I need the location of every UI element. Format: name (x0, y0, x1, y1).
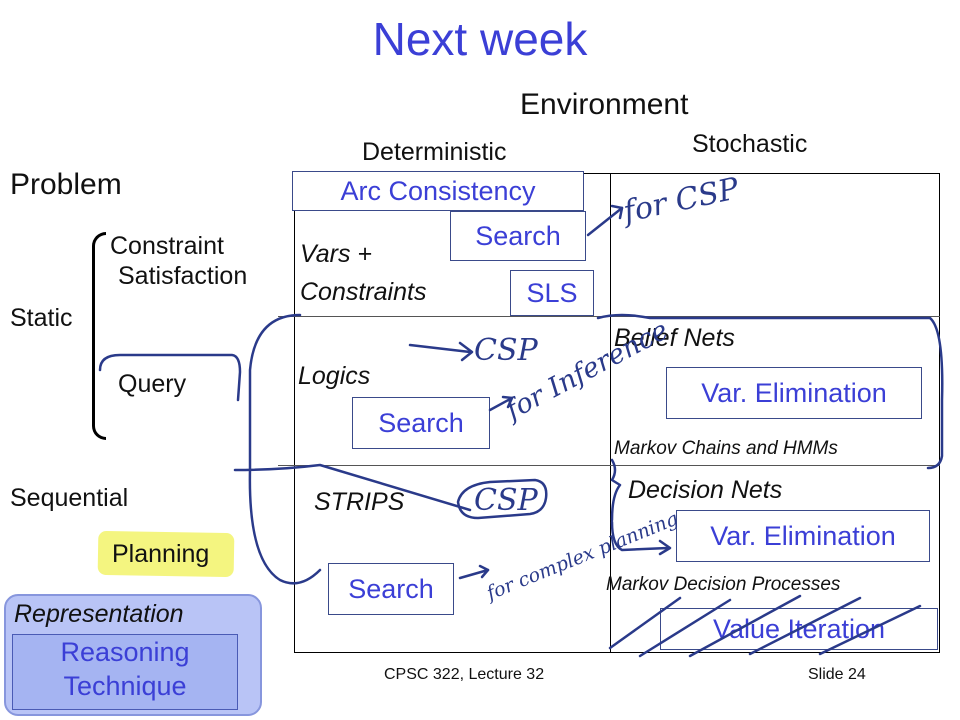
satisfaction-label: Satisfaction (118, 262, 248, 290)
decision-nets-label: Decision Nets (628, 476, 783, 504)
stochastic-label: Stochastic (692, 130, 808, 158)
annotation-for-csp: for CSP (618, 171, 742, 230)
annotation-csp-1: CSP (474, 333, 539, 368)
environment-grid (294, 173, 940, 653)
mdp-label: Markov Decision Processes (606, 574, 841, 595)
footer-slide-number: Slide 24 (808, 666, 866, 683)
var-elimination-box-1: Var. Elimination (666, 367, 922, 419)
belief-nets-label: Belief Nets (614, 324, 735, 352)
arc-consistency-box: Arc Consistency (292, 171, 584, 211)
legend-reasoning-technique: Reasoning Technique (12, 634, 238, 710)
sls-box: SLS (510, 270, 594, 316)
sequential-label: Sequential (10, 484, 129, 512)
annotation-for-complex-planning: for complex planning (482, 508, 682, 606)
footer-course: CPSC 322, Lecture 32 (384, 666, 545, 683)
search-strips-box: Search (328, 563, 454, 615)
annotation-csp-2: CSP (474, 483, 539, 518)
grid-divider-vertical (610, 173, 611, 653)
planning-label: Planning (112, 540, 210, 568)
query-label: Query (118, 370, 187, 398)
slide-title: Next week (372, 13, 588, 65)
legend-representation: Representation (14, 600, 184, 628)
markov-chains-label: Markov Chains and HMMs (614, 438, 838, 459)
vars-label: Vars + (300, 240, 373, 268)
search-logics-box: Search (352, 397, 490, 449)
constraints-label: Constraints (300, 278, 427, 306)
grid-divider-row2 (278, 465, 940, 466)
static-brace (92, 232, 106, 440)
static-label: Static (10, 304, 73, 332)
deterministic-label: Deterministic (362, 138, 507, 166)
var-elimination-box-2: Var. Elimination (676, 510, 930, 562)
search-csp-box: Search (450, 211, 586, 261)
constraint-label: Constraint (110, 232, 224, 260)
logics-label: Logics (298, 362, 371, 390)
problem-heading: Problem (10, 168, 122, 201)
environment-heading: Environment (520, 88, 689, 121)
strips-label: STRIPS (314, 488, 405, 516)
annotation-for-inference: for Inference (499, 315, 673, 427)
